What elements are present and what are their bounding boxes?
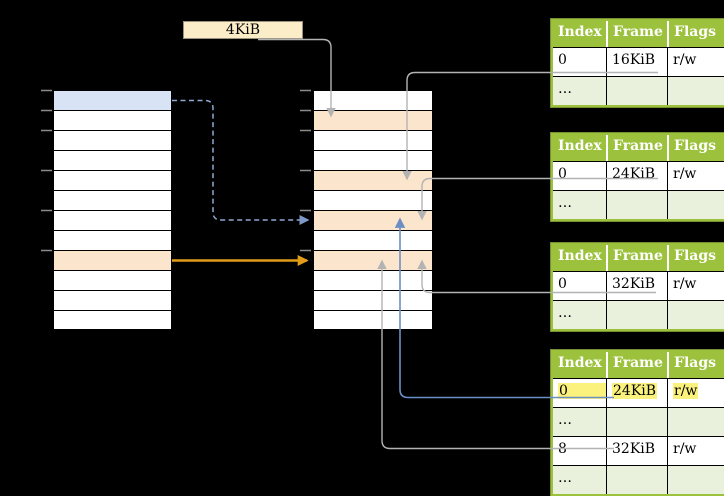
memory-row <box>54 131 171 151</box>
middle-memory-column-table <box>313 90 433 330</box>
memory-row <box>314 291 432 311</box>
page-table-cell <box>606 191 667 219</box>
arrow-dashed-left-row0-to-middle-row6 <box>172 99 310 225</box>
page-table-row: … <box>553 190 724 219</box>
memory-row <box>54 111 171 131</box>
memory-row <box>54 251 171 271</box>
memory-row <box>314 131 432 151</box>
page-table-cell <box>606 77 667 105</box>
memory-row <box>54 191 171 211</box>
memory-row <box>314 311 432 329</box>
page-size-label-box: 4KiB <box>183 21 303 39</box>
page-table-header-cell: Flags <box>667 21 724 47</box>
memory-row <box>54 311 171 329</box>
page-table-cell: r/w <box>667 379 724 407</box>
page-table-row: … <box>553 300 724 329</box>
memory-row <box>54 151 171 171</box>
page-table-cell <box>606 466 667 494</box>
page-table-cell <box>606 301 667 329</box>
page-table-header-cell: Flags <box>667 352 724 378</box>
memory-row <box>314 171 432 191</box>
page-table-cell: 32KiB <box>606 437 667 465</box>
page-table-cell: … <box>558 412 572 428</box>
left-memory-column-table <box>53 90 172 330</box>
memory-row <box>54 291 171 311</box>
memory-row <box>314 151 432 171</box>
page-table-cell: r/w <box>667 272 724 300</box>
highlighted-value: 0 <box>558 383 606 399</box>
page-table-cell <box>667 301 724 329</box>
memory-row <box>54 271 171 291</box>
page-table-header-cell: Frame <box>606 245 667 271</box>
page-table-cell: 0 <box>558 276 567 292</box>
page-table-header-cell: Flags <box>667 245 724 271</box>
page-table-cell <box>667 466 724 494</box>
page-table-cell: r/w <box>667 48 724 76</box>
page-table-row: 0 24KiB r/w <box>553 378 724 407</box>
memory-row <box>314 111 432 131</box>
page-table-row: … <box>553 76 724 105</box>
page-table-row: … <box>553 407 724 436</box>
page-table-cell: 32KiB <box>606 272 667 300</box>
memory-row <box>314 211 432 231</box>
page-table-cell: 24KiB <box>606 379 667 407</box>
page-table-cell <box>667 191 724 219</box>
page-table-header-cell: Frame <box>606 352 667 378</box>
page-table-cell: 24KiB <box>606 162 667 190</box>
page-table-header-cell: Index <box>558 355 602 371</box>
page-table-cell: … <box>558 470 572 486</box>
page-table-cell: 0 <box>558 52 567 68</box>
page-table-cell <box>667 408 724 436</box>
memory-row <box>314 191 432 211</box>
page-table-cell: … <box>558 81 572 97</box>
page-table-header-cell: Index <box>558 138 602 154</box>
memory-row <box>54 211 171 231</box>
memory-row <box>314 271 432 291</box>
page-table-header-cell: Flags <box>667 135 724 161</box>
page-table-cell: r/w <box>667 162 724 190</box>
page-table-cell: r/w <box>667 437 724 465</box>
page-table-cell: … <box>558 195 572 211</box>
paging-diagram-page: { "label_4kib": { "text": "4KiB" }, "col… <box>41 18 724 496</box>
page-table-cell: 0 <box>558 166 567 182</box>
page-table-cell: 8 <box>558 441 567 457</box>
page-table-cell: … <box>558 305 572 321</box>
memory-row <box>314 251 432 271</box>
page-table-cell: 16KiB <box>606 48 667 76</box>
memory-row <box>314 91 432 111</box>
memory-row <box>314 231 432 251</box>
highlighted-value: 24KiB <box>612 383 658 399</box>
page-table-cell <box>606 408 667 436</box>
page-table-row: … <box>553 465 724 494</box>
page-table-cell <box>667 77 724 105</box>
page-table-header-cell: Frame <box>606 135 667 161</box>
page-table-header-cell: Index <box>558 24 602 40</box>
page-table-cell: 0 <box>553 379 606 407</box>
page-size-label-text: 4KiB <box>225 22 261 38</box>
page-table-header-cell: Frame <box>606 21 667 47</box>
memory-row <box>54 231 171 251</box>
memory-row <box>54 91 171 111</box>
page-table-header-cell: Index <box>558 248 602 264</box>
memory-row <box>54 171 171 191</box>
highlighted-value: r/w <box>673 383 699 399</box>
